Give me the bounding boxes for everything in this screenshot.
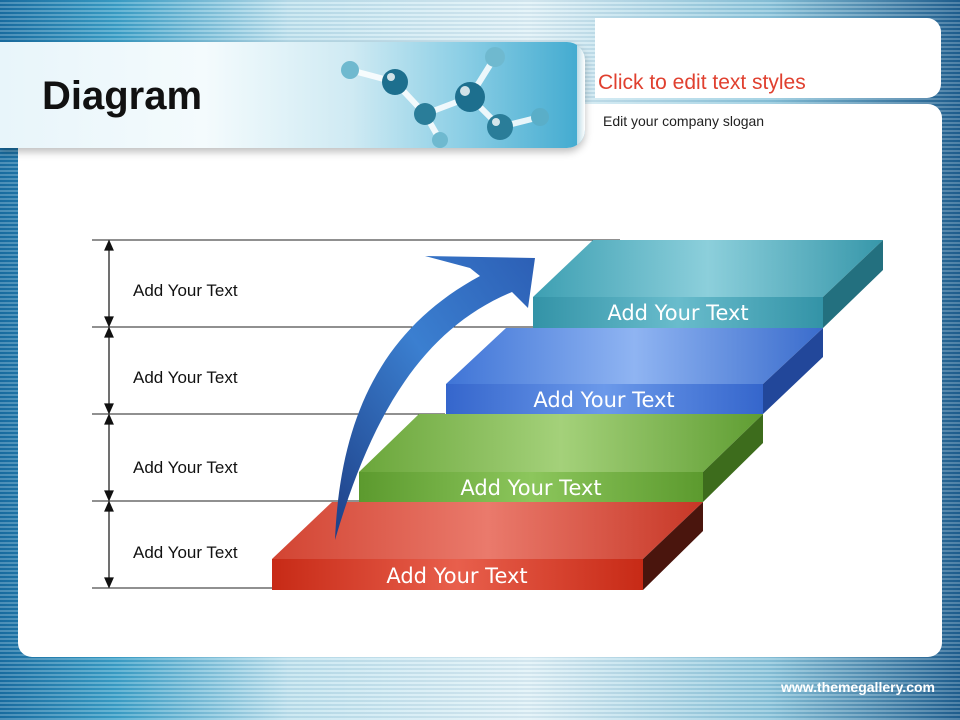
- header-panel: [595, 18, 941, 98]
- side-label-1[interactable]: Add Your Text: [133, 543, 238, 562]
- step-1[interactable]: Add Your Text: [272, 502, 703, 590]
- title-banner: [0, 42, 585, 148]
- dimension-arrows: [104, 239, 114, 589]
- step-2[interactable]: Add Your Text: [359, 414, 763, 502]
- molecule-illustration: [341, 47, 549, 148]
- step-3-side: [763, 328, 823, 414]
- side-label-4[interactable]: Add Your Text: [133, 281, 238, 300]
- step-1-top: [272, 502, 703, 559]
- step-2-side: [703, 414, 763, 502]
- step-2-front: [359, 472, 703, 502]
- text-styles-placeholder[interactable]: Click to edit text styles: [598, 71, 806, 94]
- step-4-front: [533, 297, 823, 328]
- step-4[interactable]: Add Your Text: [533, 240, 883, 328]
- step-1-front: [272, 559, 643, 590]
- step-3[interactable]: Add Your Text: [446, 328, 823, 414]
- side-label-3[interactable]: Add Your Text: [133, 368, 238, 387]
- page-title[interactable]: Diagram: [42, 74, 203, 118]
- step-2-top: [359, 414, 763, 472]
- growth-arrow-icon: [335, 256, 535, 540]
- step-4-side: [823, 240, 883, 328]
- step-3-top: [446, 328, 823, 384]
- guide-lines: [92, 239, 620, 589]
- step-4-top: [533, 240, 883, 297]
- step-3-label[interactable]: Add Your Text: [533, 388, 674, 412]
- step-1-side: [643, 502, 703, 590]
- website-link[interactable]: www.themegallery.com: [780, 679, 935, 695]
- step-2-label[interactable]: Add Your Text: [460, 476, 601, 500]
- step-1-label[interactable]: Add Your Text: [386, 564, 527, 588]
- title-banner-edge: [577, 42, 585, 148]
- company-slogan[interactable]: Edit your company slogan: [603, 113, 765, 129]
- step-4-label[interactable]: Add Your Text: [607, 301, 748, 325]
- step-3-front: [446, 384, 763, 414]
- side-label-2[interactable]: Add Your Text: [133, 458, 238, 477]
